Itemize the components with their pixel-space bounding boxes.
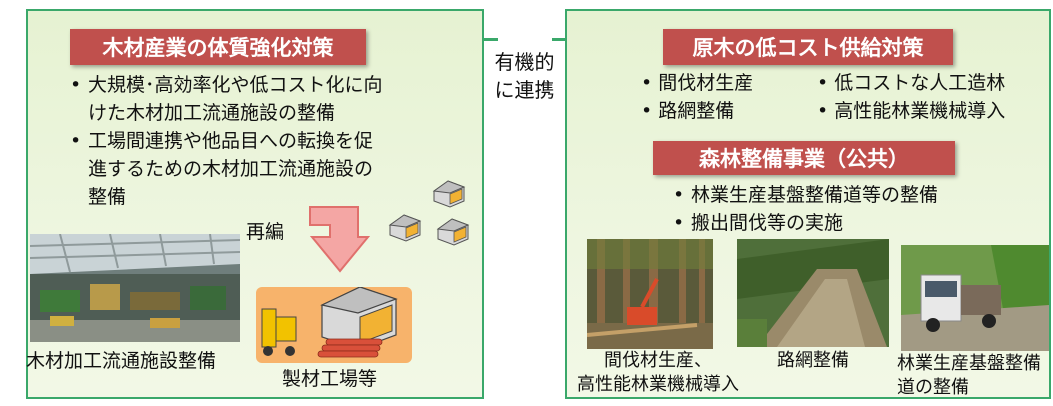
bullet-low-cost-planting: • 低コストな人工造林 xyxy=(817,72,1006,94)
connector-line-right xyxy=(552,38,566,41)
forestry-road-caption: 林業生産基盤整備 道の整備 xyxy=(897,353,1041,398)
wood-industry-bullets: 大規模･高効率化や低コスト化に向 けた木材加工流通施設の整備 工場間連携や他品目… xyxy=(68,71,468,211)
connection-label: 有機的 に連携 xyxy=(484,48,565,104)
connection-label-line2: に連携 xyxy=(494,78,555,102)
forestry-road-truck-photo xyxy=(901,245,1049,351)
log-supply-bullets: • 間伐材生産 • 低コストな人工造林 • 路網整備 • 高性能林業機械導入 xyxy=(641,69,1041,125)
sawmill-caption: 製材工場等 xyxy=(282,368,378,390)
forest-maintenance-bullets: 林業生産基盤整備道等の整備 搬出間伐等の実施 xyxy=(671,181,1041,237)
bullet-road-network: • 路網整備 xyxy=(641,100,735,122)
small-factories-icon xyxy=(389,180,469,246)
wood-industry-bullet-1: 大規模･高効率化や低コスト化に向 けた木材加工流通施設の整備 xyxy=(68,71,468,127)
road-network-caption: 路網整備 xyxy=(777,350,849,371)
sawmill-illustration xyxy=(256,287,412,363)
wood-industry-title: 木材産業の体質強化対策 xyxy=(70,29,366,65)
forest-maintenance-title: 森林整備事業（公共） xyxy=(653,141,955,175)
thinning-machinery-caption: 間伐材生産、 高性能林業機械導入 xyxy=(577,350,739,395)
road-network-photo xyxy=(737,239,889,347)
bullet-thinning: • 間伐材生産 xyxy=(641,72,754,94)
connector-line-left xyxy=(484,38,498,41)
wood-industry-bullet-2: 工場間連携や他品目への転換を促 進するための木材加工流通施設の 整備 xyxy=(68,127,468,211)
forest-maintenance-bullet-2: 搬出間伐等の実施 xyxy=(671,209,1041,237)
reorganize-arrow-icon xyxy=(309,206,370,273)
wood-industry-panel: 木材産業の体質強化対策 大規模･高効率化や低コスト化に向 けた木材加工流通施設の… xyxy=(26,9,484,399)
bullet-forestry-machinery: • 高性能林業機械導入 xyxy=(817,100,1006,122)
log-supply-title: 原木の低コスト供給対策 xyxy=(663,29,953,65)
lumber-facility-photo xyxy=(30,234,240,342)
forest-maintenance-bullet-1: 林業生産基盤整備道等の整備 xyxy=(671,181,1041,209)
thinning-machinery-photo xyxy=(587,239,713,349)
log-supply-panel: 原木の低コスト供給対策 • 間伐材生産 • 低コストな人工造林 • 路網整備 •… xyxy=(565,9,1051,399)
reorganize-label: 再編 xyxy=(246,221,285,243)
connection-label-line1: 有機的 xyxy=(494,50,555,74)
lumber-facility-caption: 木材加工流通施設整備 xyxy=(26,350,217,372)
